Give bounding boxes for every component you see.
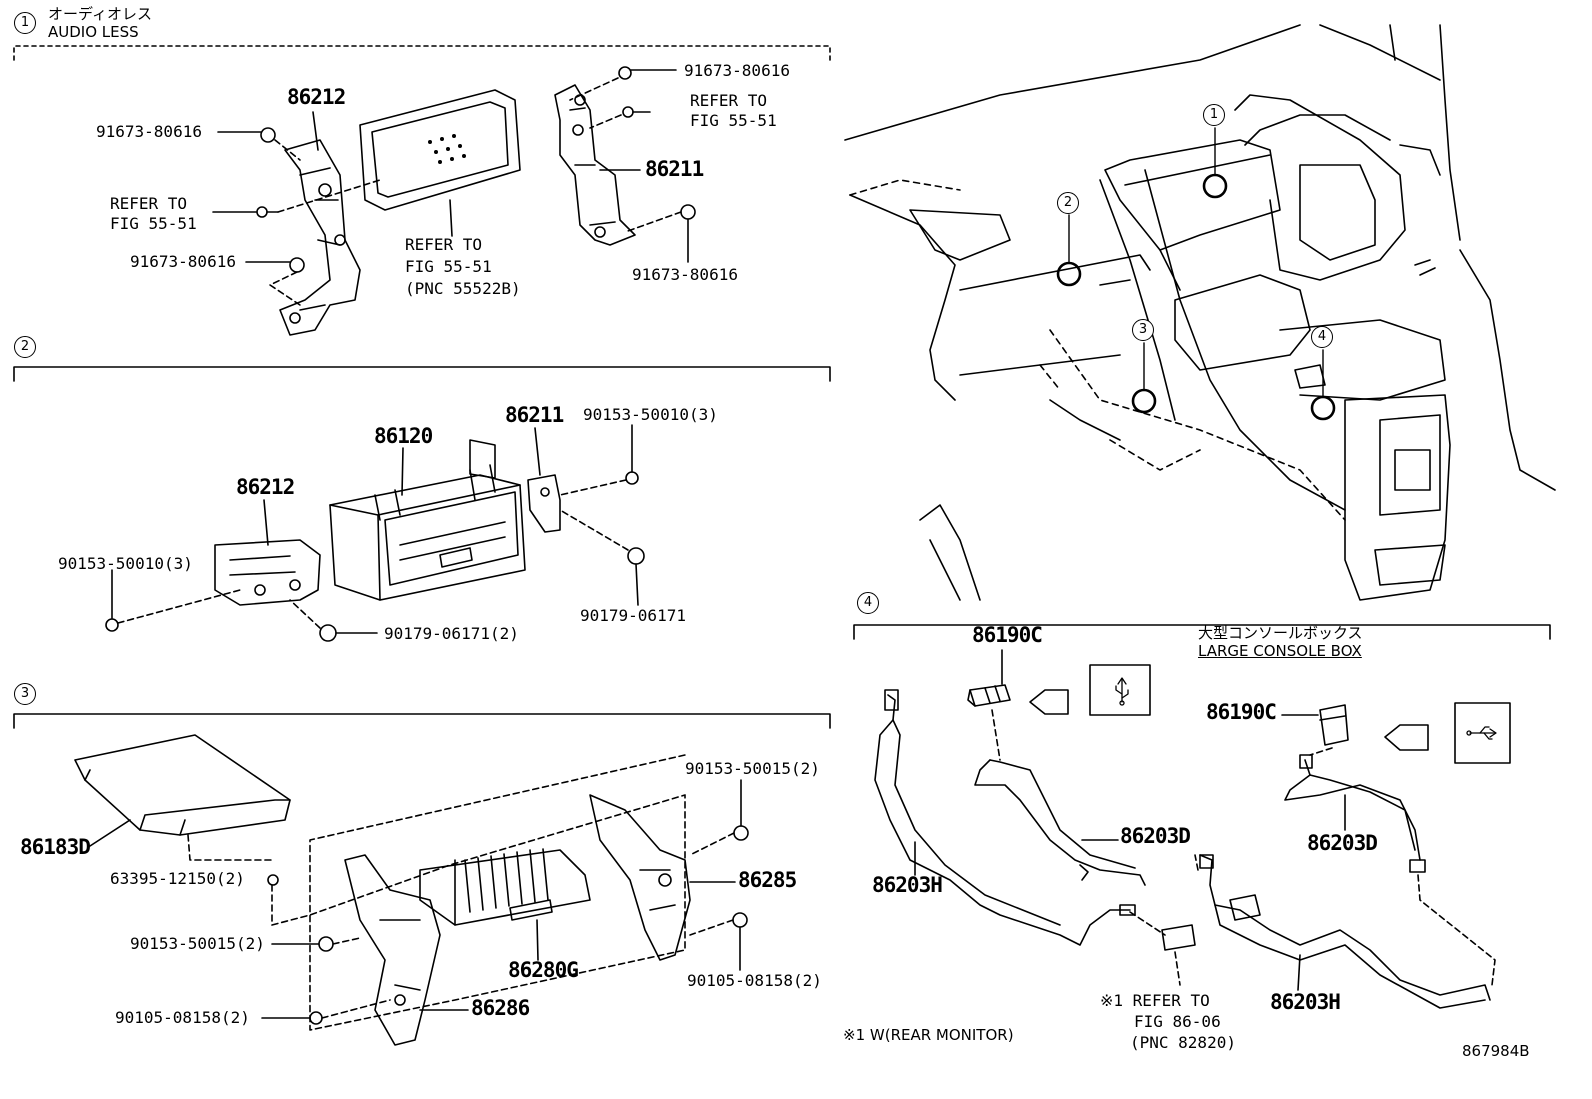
locator-marker-2-ring: 2	[1057, 192, 1079, 214]
section-2-number: 2	[14, 336, 36, 358]
locator-markers	[1056, 127, 1336, 421]
s4-harness-d2: 86203D	[1307, 831, 1378, 855]
s4-footnote: ※1 W(REAR MONITOR)	[843, 1026, 1014, 1044]
s2-unit-86120	[329, 439, 526, 601]
section-3-number: 3	[14, 683, 36, 705]
s2-screw-a: 90153-50010(3)	[583, 405, 718, 424]
s3-part-86285: 86285	[738, 868, 797, 892]
s1-part-86211: 86211	[645, 157, 704, 181]
s1-dashes	[269, 77, 682, 306]
s2-bracket-86211	[527, 474, 561, 533]
s1-panel-ref1: REFER TO	[405, 235, 483, 254]
s3-part-86183D: 86183D	[20, 835, 91, 859]
s3-bracket-86285	[589, 794, 691, 961]
s1-refer-a: REFER TO	[110, 194, 188, 213]
s2-dashes	[117, 479, 629, 629]
s3-bolt-a: 90105-08158(2)	[687, 971, 822, 990]
usb-symbol-icon	[1115, 677, 1497, 740]
s1-refer-c: REFER TO	[690, 91, 768, 110]
s2-part-86120: 86120	[374, 424, 433, 448]
s4-harness-h2	[1199, 854, 1491, 1009]
s4-usb-b: 86190C	[1206, 700, 1277, 724]
s4-harness-h2: 86203H	[1270, 990, 1341, 1014]
s1-screws	[212, 66, 696, 273]
s2-nut-a: 90179-06171(2)	[384, 624, 519, 643]
s1-refer-a2: FIG 55-51	[110, 214, 197, 233]
s3-screw-b: 90153-50015(2)	[130, 934, 265, 953]
s3-screw-a: 90153-50015(2)	[685, 759, 820, 778]
s1-bolt-d: 91673-80616	[632, 265, 738, 284]
s3-amp-86280G	[419, 848, 591, 926]
s2-screw-b: 90153-50010(3)	[58, 554, 193, 573]
s3-part-86286: 86286	[471, 996, 530, 1020]
s4-note-ref3: (PNC 82820)	[1130, 1033, 1236, 1052]
s3-dashes	[187, 754, 735, 1031]
section-1-number: 1	[14, 12, 36, 34]
s4-harness-d1: 86203D	[1120, 824, 1191, 848]
locator-marker-4-ring: 4	[1311, 326, 1333, 348]
section-1-title-en: AUDIO LESS	[48, 23, 139, 41]
locator-dashes	[849, 179, 1346, 521]
locator-marker-1-ring: 1	[1203, 104, 1225, 126]
section-1-title-jp: オーディオレス	[48, 5, 152, 23]
s2-screws	[105, 424, 645, 642]
s1-bolt-a: 91673-80616	[96, 122, 202, 141]
s4-note-ref1: ※1 REFER TO	[1100, 991, 1210, 1010]
s3-part-86280G: 86280G	[508, 958, 579, 982]
s1-panel	[359, 89, 521, 211]
s1-refer-c2: FIG 55-51	[690, 111, 777, 130]
s1-panel-ref3: (PNC 55522B)	[405, 279, 521, 298]
s1-part-86212: 86212	[287, 85, 346, 109]
s2-part-86211: 86211	[505, 403, 564, 427]
s4-harness-d1	[974, 759, 1146, 886]
s4-usb-a: 86190C	[972, 623, 1043, 647]
s3-lid-86183D	[74, 734, 291, 836]
s4-harness-h1: 86203H	[872, 873, 943, 897]
s2-bracket-86212	[214, 539, 321, 606]
section-4-number: 4	[857, 592, 879, 614]
s1-bolt-c: 91673-80616	[684, 61, 790, 80]
s2-nut-b: 90179-06171	[580, 606, 686, 625]
s1-right-bracket-86211	[554, 84, 636, 246]
s4-usb-a	[967, 684, 1011, 707]
s3-bracket-86286	[344, 854, 441, 1046]
s3-bolt-b: 90105-08158(2)	[115, 1008, 250, 1027]
s4-harness-h1	[874, 689, 1136, 946]
s4-note-ref2: FIG 86-06	[1134, 1012, 1221, 1031]
s3-clip: 63395-12150(2)	[110, 869, 245, 888]
s3-screws	[261, 779, 749, 1025]
locator-marker-3-ring: 3	[1132, 319, 1154, 341]
s1-left-bracket-86212	[279, 139, 361, 336]
s2-part-86212: 86212	[236, 475, 295, 499]
locator-interior-view	[844, 24, 1556, 601]
s1-bolt-b: 91673-80616	[130, 252, 236, 271]
s4-connector-ref	[1161, 924, 1196, 951]
figure-id: 867984B	[1462, 1042, 1530, 1060]
section-4-title-jp: 大型コンソールボックス	[1198, 624, 1363, 642]
s4-harness-d2	[1284, 754, 1426, 873]
section-brackets	[13, 45, 1551, 729]
s4-dashes	[991, 709, 1496, 986]
s1-panel-ref2: FIG 55-51	[405, 257, 492, 276]
s4-usb-b	[1319, 704, 1349, 746]
section-4-title-en: LARGE CONSOLE BOX	[1198, 642, 1362, 660]
